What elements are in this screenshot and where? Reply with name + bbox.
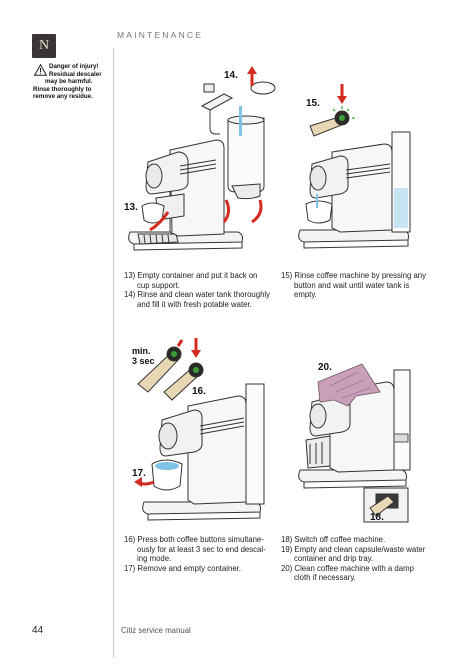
warning-line-4: Rinse thoroughly to — [33, 85, 92, 93]
caption-15: 15) Rinse coffee machine by pressing any… — [281, 271, 427, 300]
caption-steps-18-20: 18) Switch off coffee machine. 19) Empty… — [281, 535, 445, 583]
column-divider — [113, 48, 114, 658]
warning-line-2: Residual descaler — [49, 70, 102, 78]
warning-line-1: Danger of injury! — [49, 63, 99, 70]
caption-14: 14) Rinse and clean water tank thoroughl… — [124, 290, 271, 309]
step-label-3sec: 3 sec — [132, 356, 155, 366]
page-number: 44 — [32, 625, 44, 636]
step-label-17: 17. — [132, 468, 146, 479]
caption-steps-16-17: 16) Press both coffee buttons simultane-… — [124, 535, 278, 573]
step-label-18: 18. — [370, 512, 384, 523]
warning-note: Danger of injury! Residual descaler may … — [33, 63, 115, 101]
illustration-steps-13-14: 14. 13. — [124, 66, 276, 251]
warning-line-3: may be harmful. — [45, 78, 93, 86]
manual-title: Citiz service manual — [121, 626, 191, 635]
caption-18: 18) Switch off coffee machine. — [281, 535, 386, 544]
step-label-15: 15. — [306, 98, 320, 109]
logo-letter: N — [38, 38, 50, 53]
illustration-steps-18-20: 20. 18. — [298, 362, 411, 523]
warning-icon — [34, 64, 47, 76]
section-header: MAINTENANCE — [117, 30, 204, 40]
caption-step-15: 15) Rinse coffee machine by pressing any… — [281, 271, 441, 300]
illustration-step-15: 15. — [298, 84, 411, 249]
step-label-13: 13. — [124, 202, 138, 213]
caption-16: 16) Press both coffee buttons simultane-… — [124, 535, 266, 564]
step-label-14: 14. — [224, 70, 238, 81]
brand-logo: N — [32, 34, 56, 58]
warning-line-5: remove any residue. — [33, 93, 93, 101]
caption-17: 17) Remove and empty container. — [124, 563, 242, 573]
step-label-min: min. — [132, 346, 151, 356]
step-label-20: 20. — [318, 362, 332, 373]
step-label-16: 16. — [192, 386, 206, 397]
illustration-steps-16-17: min. 3 sec 16. 17. — [132, 338, 265, 521]
